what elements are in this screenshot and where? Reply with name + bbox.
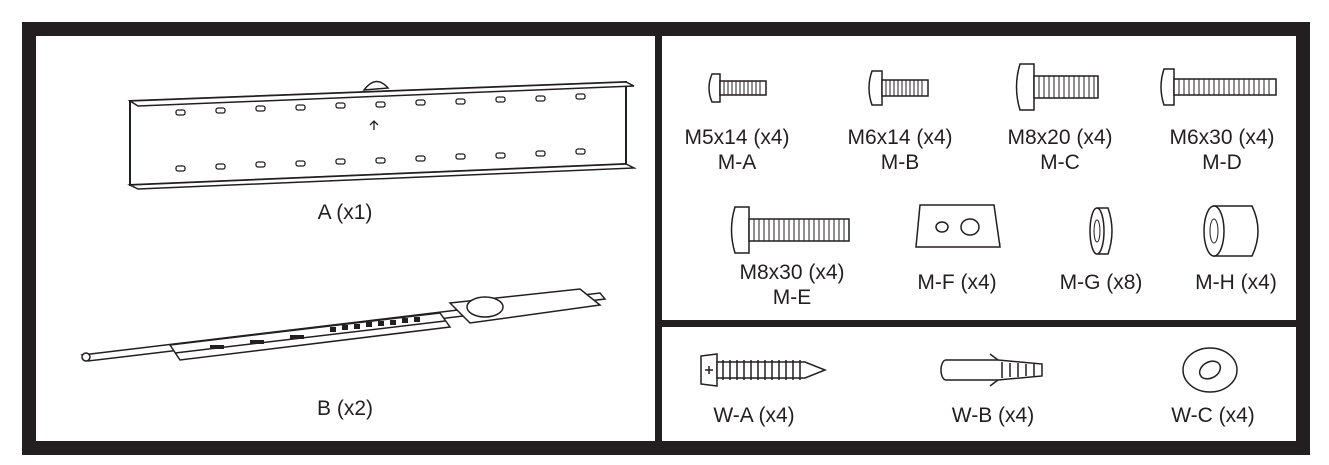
washer-w-c-label: W-C (x4) [1171,404,1255,427]
washer-w-c-icon [1180,345,1240,395]
wall-anchor-w-b-label: W-B (x4) [951,404,1035,427]
screw-m-b-size: M6x14 (x4) [847,126,953,149]
spacer-m-g-icon [1084,206,1118,256]
screw-m-e-icon [733,205,853,255]
spacer-plate-m-f-label: M-F (x4) [917,271,997,294]
wood-screw-w-a-icon [697,350,829,390]
wall-plate-illustration [126,68,646,193]
screw-m-b-icon [870,68,932,108]
screw-m-c-size: M8x20 (x4) [1007,126,1113,149]
spacer-m-h-icon [1200,204,1266,258]
screw-m-a-icon [710,70,770,106]
part-a-label: A (x1) [317,201,373,224]
spacer-plate-m-f-icon [912,203,1004,251]
screw-m-b-code: M-B [880,151,920,174]
screw-m-e-code: M-E [772,286,812,309]
screw-m-c-code: M-C [1040,151,1080,174]
screw-m-a-code: M-A [717,151,757,174]
wood-screw-w-a-label: W-A (x4) [713,404,795,427]
screw-m-c-icon [1018,62,1102,112]
part-b-label: B (x2) [316,397,374,420]
screw-m-d-size: M6x30 (x4) [1169,126,1275,149]
wall-anchor-w-b-icon [938,350,1048,390]
spacer-m-g-label: M-G (x8) [1059,271,1143,294]
screw-m-d-icon [1162,66,1280,108]
screw-m-e-size: M8x30 (x4) [739,261,845,284]
spacer-m-h-label: M-H (x4) [1195,271,1277,294]
screw-m-a-size: M5x14 (x4) [684,126,790,149]
screw-m-d-code: M-D [1202,151,1242,174]
mounting-arm-illustration [80,285,620,370]
